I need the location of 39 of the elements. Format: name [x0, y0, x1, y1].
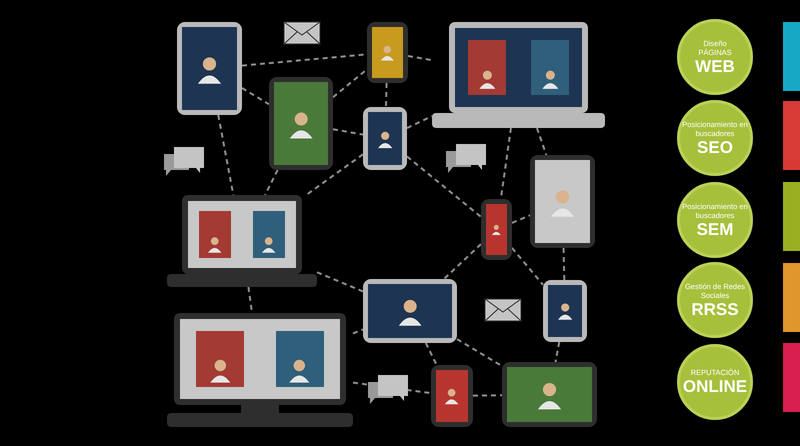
dashed-connector — [536, 128, 548, 156]
tablet-drawing — [502, 362, 597, 427]
service-title: ONLINE — [682, 377, 748, 396]
dashed-connector — [306, 153, 364, 196]
phone-drawing — [363, 107, 407, 170]
dashed-connector — [316, 271, 364, 292]
dashed-connector — [511, 247, 544, 286]
phone-drawing — [543, 280, 587, 342]
laptop-drawing — [432, 22, 605, 128]
dashed-connector — [406, 156, 482, 218]
dashed-connector — [217, 114, 234, 196]
tablet-drawing — [177, 22, 242, 115]
dashed-connector — [408, 55, 432, 62]
service-title: WEB — [695, 56, 735, 76]
phone-drawing — [431, 365, 473, 427]
dashed-connector — [241, 87, 270, 106]
dashed-connector — [456, 338, 503, 367]
dashed-connector — [384, 82, 388, 108]
tablet-drawing — [269, 77, 333, 170]
dashed-connector — [443, 243, 482, 280]
dashed-connector — [512, 214, 530, 224]
tablet-drawing — [363, 279, 457, 343]
dashed-connector — [562, 248, 566, 280]
dashed-connector — [332, 128, 364, 136]
dashed-connector — [554, 342, 560, 362]
service-title: SEO — [697, 138, 733, 156]
dashed-connector — [264, 170, 279, 196]
dashed-connector — [332, 68, 368, 98]
tablet-drawing — [530, 155, 595, 248]
phone-drawing — [367, 22, 408, 83]
dashed-connector — [406, 115, 432, 129]
laptop-drawing — [167, 195, 317, 287]
service-title: SEM — [696, 220, 734, 238]
monitor-drawing — [167, 313, 353, 427]
dashed-connector — [472, 394, 502, 397]
dashed-connector — [424, 342, 438, 366]
phone-drawing — [481, 199, 512, 260]
service-title: RRSS — [691, 300, 739, 318]
dashed-connector — [352, 328, 364, 334]
